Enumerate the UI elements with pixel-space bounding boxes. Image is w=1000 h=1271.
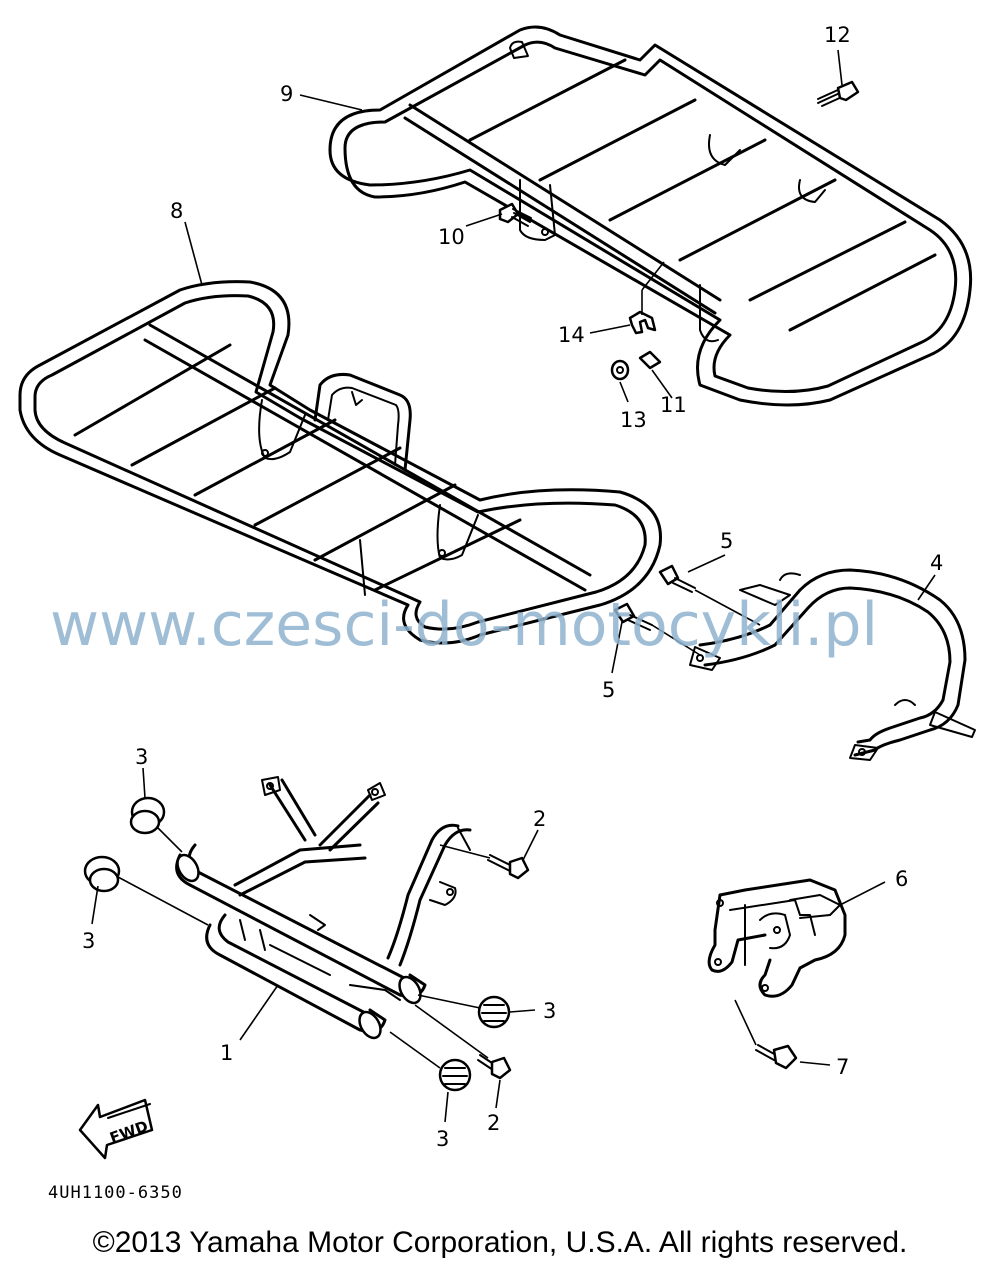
grommet-part-3-b (83, 855, 121, 893)
callout-11: 11 (660, 393, 687, 417)
callout-1: 1 (220, 1041, 233, 1065)
callout-13: 13 (620, 408, 647, 432)
grommet-part-3-d (438, 1058, 472, 1092)
copyright-notice: ©2013 Yamaha Motor Corporation, U.S.A. A… (92, 1226, 908, 1259)
front-carrier-part-8 (18, 280, 662, 645)
callout-3-right: 3 (543, 999, 556, 1023)
clip-part-14 (628, 310, 657, 335)
bolt-part-10 (498, 202, 532, 227)
bolt-part-5-lower (613, 602, 653, 631)
collar-part-11 (638, 350, 662, 370)
callout-10: 10 (438, 225, 465, 249)
leader-lines (91, 49, 936, 1123)
rear-carrier-part-9 (328, 25, 973, 407)
bolt-part-5-upper (658, 564, 696, 593)
callout-12: 12 (824, 23, 851, 47)
nut-part-13 (610, 359, 630, 381)
callout-6: 6 (895, 867, 908, 891)
callout-4: 4 (930, 551, 943, 575)
bracket-part-6 (707, 878, 847, 998)
callout-3-top: 3 (135, 745, 148, 769)
callout-14: 14 (558, 323, 585, 347)
fwd-arrow-icon: FWD (78, 1098, 154, 1160)
callout-2-upper: 2 (533, 807, 546, 831)
callout-5-lower: 5 (602, 678, 615, 702)
bolt-part-2-lower (477, 1054, 512, 1080)
callout-labels: 1 2 2 3 3 3 3 4 5 5 6 7 8 9 10 11 12 13 … (82, 23, 943, 1151)
callout-3-bottom: 3 (436, 1127, 449, 1151)
watermark-text: www.czesci-do-motocykli.pl (50, 590, 879, 660)
diagram-code: 4UH1100-6350 (48, 1183, 183, 1203)
grommet-part-3-a (129, 796, 166, 835)
callout-7: 7 (836, 1055, 849, 1079)
callout-8: 8 (170, 199, 183, 223)
callout-9: 9 (280, 82, 293, 106)
callout-5-upper: 5 (720, 529, 733, 553)
callout-3-left: 3 (82, 929, 95, 953)
grommet-part-3-c (477, 995, 511, 1029)
bolt-part-7 (755, 1044, 798, 1070)
bumper-frame-part-1 (175, 776, 472, 1040)
bolt-part-2-upper (487, 854, 530, 880)
bolt-part-12 (817, 80, 860, 107)
callout-2-lower: 2 (487, 1111, 500, 1135)
